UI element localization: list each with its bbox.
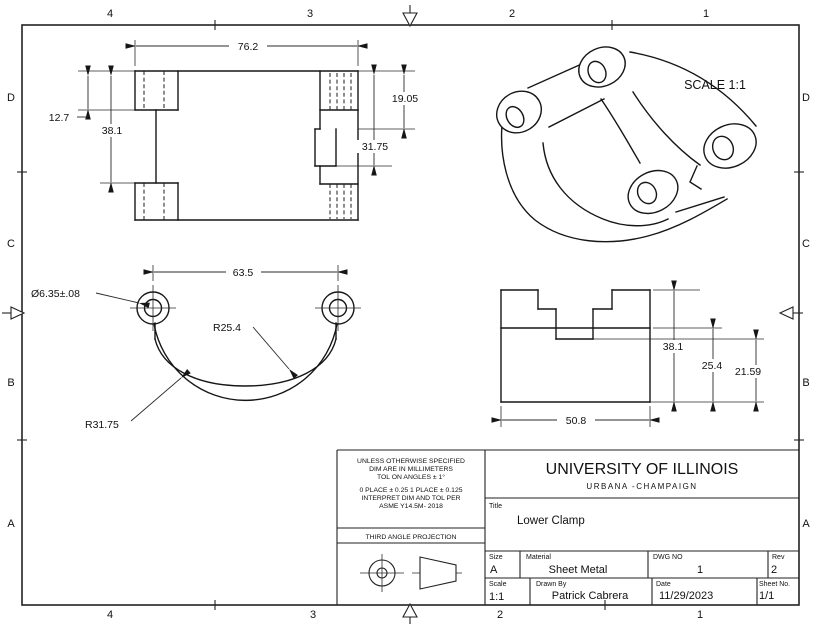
zone-top-3: 3 bbox=[307, 8, 313, 20]
zone-bottom-3: 3 bbox=[310, 609, 316, 621]
zone-left-d: D bbox=[7, 92, 15, 104]
note-line-1: UNLESS OTHERWISE SPECIFIED bbox=[357, 458, 465, 465]
dim-76-2: 76.2 bbox=[238, 41, 259, 53]
note-line-3: TOL ON ANGLES ± 1° bbox=[377, 473, 445, 481]
drawn-by-value: Patrick Cabrera bbox=[552, 590, 629, 602]
dwg-no-value: 1 bbox=[697, 564, 703, 576]
drawn-by-label: Drawn By bbox=[536, 581, 567, 588]
zone-top-2: 2 bbox=[509, 8, 515, 20]
center-arrow-top-icon bbox=[402, 5, 418, 28]
note-line-2: DIM ARE IN MILLIMETERS bbox=[369, 466, 453, 473]
rev-label: Rev bbox=[772, 554, 785, 561]
third-angle-projection-icon bbox=[360, 554, 462, 592]
dim-r31-75: R31.75 bbox=[85, 419, 119, 431]
dim-r25-4: R25.4 bbox=[213, 322, 241, 334]
zone-left-c: C bbox=[7, 238, 15, 250]
title-label: Title bbox=[489, 503, 502, 510]
note-line-4: 0 PLACE ± 0.25 1 PLACE ± 0.125 bbox=[359, 487, 462, 494]
zone-bottom-1: 1 bbox=[697, 609, 703, 621]
center-arrow-left-icon bbox=[2, 306, 26, 320]
dim-38-1-top: 38.1 bbox=[102, 125, 123, 137]
dim-38-1-side: 38.1 bbox=[663, 341, 684, 353]
drawing-title: Lower Clamp bbox=[517, 515, 585, 527]
zone-right-b: B bbox=[802, 377, 809, 389]
center-arrow-right-icon bbox=[778, 306, 803, 320]
university-city: URBANA -CHAMPAIGN bbox=[586, 482, 697, 491]
size-value: A bbox=[490, 564, 498, 576]
note-line-5: INTERPRET DIM AND TOL PER bbox=[361, 495, 460, 502]
zone-right-c: C bbox=[802, 238, 810, 250]
scale-label: Scale bbox=[489, 581, 507, 588]
sheet-frame: 4 3 2 1 4 3 2 1 D C B A D C B A bbox=[2, 5, 810, 624]
sheet-no-label: Sheet No. bbox=[759, 581, 790, 588]
material-label: Material bbox=[526, 554, 551, 561]
zone-right-d: D bbox=[802, 92, 810, 104]
tolerance-notes: UNLESS OTHERWISE SPECIFIED DIM ARE IN MI… bbox=[357, 458, 465, 541]
dim-63-5: 63.5 bbox=[233, 267, 254, 279]
note-line-6: ASME Y14.5M- 2018 bbox=[379, 503, 443, 510]
date-label: Date bbox=[656, 581, 671, 588]
date-value: 11/29/2023 bbox=[659, 590, 713, 602]
sheet-no-value: 1/1 bbox=[759, 590, 774, 602]
zone-left-a: A bbox=[7, 518, 15, 530]
iso-lugs bbox=[496, 46, 757, 215]
front-view-dimensions: 63.5 Ø6.35±.08 R25.4 R31.75 bbox=[31, 265, 348, 431]
university-name: UNIVERSITY OF ILLINOIS bbox=[546, 461, 739, 478]
projection-label: THIRD ANGLE PROJECTION bbox=[365, 534, 456, 541]
zone-bottom-2: 2 bbox=[497, 609, 503, 621]
zone-bottom-4: 4 bbox=[107, 609, 113, 621]
dim-19-05: 19.05 bbox=[392, 93, 418, 105]
dim-31-75: 31.75 bbox=[362, 141, 388, 153]
dim-hole-diameter: Ø6.35±.08 bbox=[31, 288, 80, 300]
dim-12-7: 12.7 bbox=[49, 112, 70, 124]
zone-labels: 4 3 2 1 4 3 2 1 D C B A D C B A bbox=[7, 8, 810, 621]
dim-25-4: 25.4 bbox=[702, 360, 723, 372]
material-value: Sheet Metal bbox=[549, 564, 608, 576]
top-view: 76.2 12.7 38.1 19.05 31.75 bbox=[49, 39, 424, 221]
zone-top-1: 1 bbox=[703, 8, 709, 20]
isometric-view: SCALE 1:1 bbox=[496, 46, 757, 243]
title-block: UNLESS OTHERWISE SPECIFIED DIM ARE IN MI… bbox=[336, 449, 799, 605]
top-view-hidden-lines bbox=[143, 71, 352, 220]
front-view: 63.5 Ø6.35±.08 R25.4 R31.75 bbox=[31, 265, 361, 431]
center-arrow-bottom-icon bbox=[402, 602, 418, 624]
zone-top-4: 4 bbox=[107, 8, 113, 20]
zone-left-b: B bbox=[7, 377, 14, 389]
dim-21-59: 21.59 bbox=[735, 366, 761, 378]
side-view: 38.1 25.4 21.59 50.8 bbox=[491, 280, 769, 427]
rev-value: 2 bbox=[771, 564, 777, 576]
size-label: Size bbox=[489, 554, 503, 561]
iso-scale-note: SCALE 1:1 bbox=[684, 78, 746, 92]
dim-50-8: 50.8 bbox=[566, 415, 587, 427]
zone-right-a: A bbox=[802, 518, 810, 530]
top-view-dimensions: 76.2 12.7 38.1 19.05 31.75 bbox=[49, 39, 424, 193]
scale-value: 1:1 bbox=[489, 591, 504, 603]
side-view-dimensions: 38.1 25.4 21.59 50.8 bbox=[491, 280, 769, 427]
dwg-no-label: DWG NO bbox=[653, 554, 683, 561]
